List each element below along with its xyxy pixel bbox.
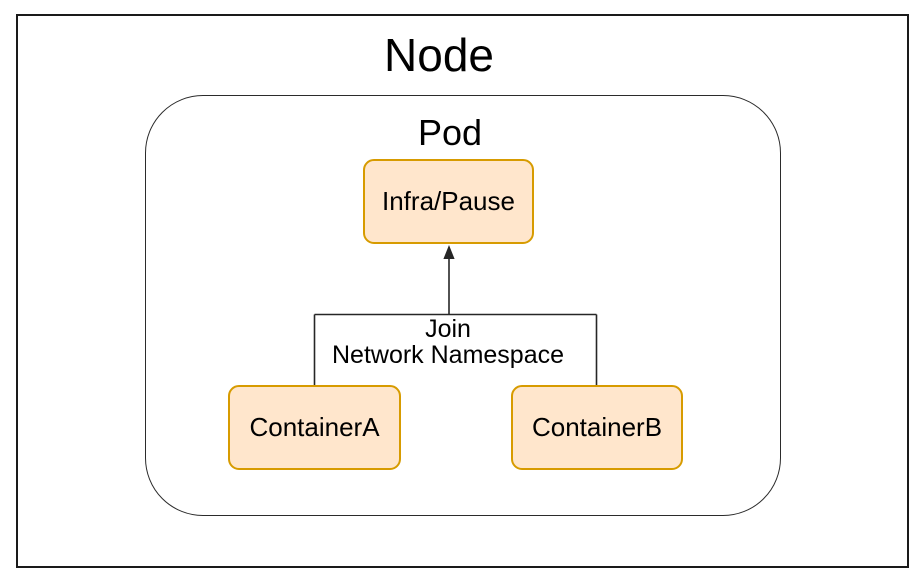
join-label-line2: Network Namespace [331,341,565,369]
infra-pause-label: Infra/Pause [382,186,515,216]
container-a-box: ContainerA [228,385,401,470]
container-b-label: ContainerB [531,412,663,442]
join-namespace-label: Join Network Namespace [318,316,578,368]
container-b-box: ContainerB [511,385,683,470]
join-label-line1: Join [425,315,471,343]
infra-pause-box: Infra/Pause [363,159,534,244]
container-a-label: ContainerA [249,412,380,442]
node-label: Node [384,29,494,81]
pod-label: Pod [417,112,483,153]
